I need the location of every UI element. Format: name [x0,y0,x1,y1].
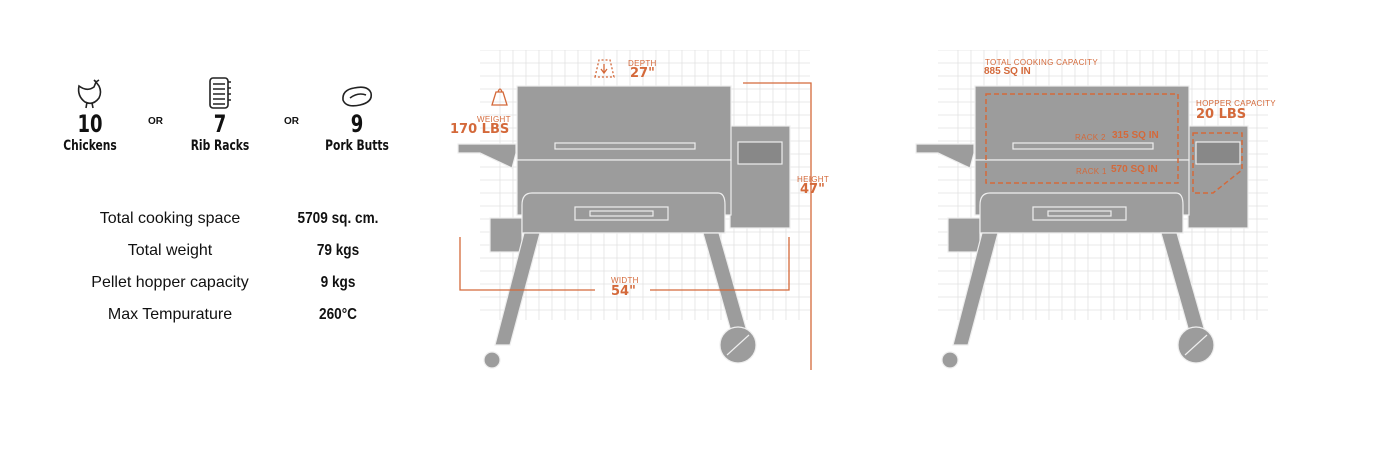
height-value: 47" [800,182,825,197]
spec-value: 79 kgs [316,242,360,259]
food-count: 10 [77,110,103,138]
spec-row: Total weight 79 kgs [60,242,390,266]
total-capacity-value: 885 SQ IN [984,66,1031,77]
hopper-capacity-value: 20 LBS [1196,107,1247,122]
weight-label: WEIGHT [477,115,511,124]
spec-value: 9 kgs [320,274,356,291]
rack1-value: 570 SQ IN [1111,164,1158,175]
grill-capacity-diagram [915,50,1268,369]
height-label: HEIGHT [797,175,830,184]
depth-value: 27" [630,66,655,81]
or-label: OR [148,116,163,127]
food-chickens: 10 Chickens [35,74,145,154]
spec-row: Total cooking space 5709 sq. cm. [60,210,390,234]
food-label: Rib Racks [190,138,250,154]
food-pork-butts: 9 Pork Butts [302,74,412,154]
food-count: 9 [350,110,364,138]
or-label: OR [284,116,299,127]
weight-value: 170 LBS [450,122,510,137]
grill-dimensions-diagram [457,50,810,369]
rib-rack-icon [165,74,275,110]
food-label: Chickens [63,138,117,154]
dimension-lines [459,59,812,370]
chicken-icon [35,74,145,110]
spec-label: Max Tempurature [107,306,233,323]
total-capacity-label: TOTAL COOKING CAPACITY [985,58,1098,67]
width-label: WIDTH [611,276,639,285]
hopper-capacity-label: HOPPER CAPACITY [1196,99,1276,108]
rack2-value: 315 SQ IN [1112,130,1159,141]
spec-row: Pellet hopper capacity 9 kgs [60,274,390,298]
width-value: 54" [611,284,636,299]
rack1-label: RACK 1 [1076,167,1107,176]
capacity-outlines [985,93,1243,194]
spec-value: 5709 sq. cm. [297,210,379,227]
food-label: Pork Butts [325,138,389,154]
spec-value: 260°C [319,306,357,323]
depth-label: DEPTH [628,59,657,68]
food-rib-racks: 7 Rib Racks [165,74,275,154]
spec-label: Total cooking space [99,210,241,227]
spec-label: Pellet hopper capacity [91,274,249,291]
spec-row: Max Tempurature 260°C [60,306,390,330]
pork-butt-icon [302,74,412,110]
food-count: 7 [213,110,227,138]
spec-label: Total weight [127,242,213,259]
rack2-label: RACK 2 [1075,133,1106,142]
